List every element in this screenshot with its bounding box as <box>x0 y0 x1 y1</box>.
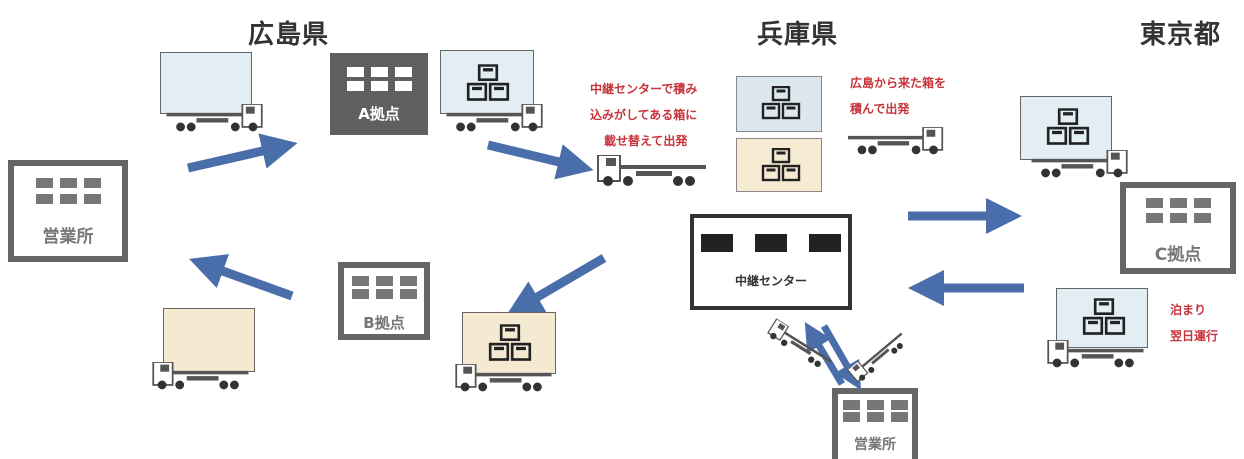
building-windows <box>1126 198 1230 208</box>
note-line: 載せ替えて出発 <box>604 134 688 148</box>
note-line: 込みがしてある箱に <box>590 108 698 122</box>
cargo-container <box>160 52 252 114</box>
truck-overnight-tokyo <box>1040 288 1150 368</box>
cargo-boxes-icon <box>488 324 532 362</box>
region-label-tokyo: 東京都 <box>1140 20 1222 50</box>
building-windows <box>336 81 422 91</box>
building-windows <box>14 194 122 204</box>
building-label: 中継センター <box>734 274 807 288</box>
sales-office-left: 営業所 <box>8 160 128 262</box>
base-b: B拠点 <box>338 262 430 340</box>
truck-loaded-beige-b <box>448 312 558 392</box>
overnight-note: 泊まり 翌日運行 <box>1170 297 1218 349</box>
building-label: 営業所 <box>854 437 896 453</box>
truck-chassis <box>848 124 944 160</box>
hiroshima-cargo-note: 広島から来た箱を 積んで出発 <box>850 70 946 122</box>
building-windows <box>344 276 424 286</box>
truck-chassis <box>596 150 706 194</box>
building-label: C拠点 <box>1154 245 1202 265</box>
region-label-hiroshima: 広島県 <box>248 20 330 50</box>
cargo-boxes-icon <box>1082 298 1126 336</box>
note-line: 中継センターで積み <box>590 82 698 96</box>
building-windows <box>344 289 424 299</box>
note-line: 積んで出発 <box>850 102 910 116</box>
building-windows <box>1126 213 1230 223</box>
truck-chassis <box>448 364 558 394</box>
base-a: A拠点 <box>330 53 428 135</box>
note-line: 泊まり <box>1170 303 1207 317</box>
relay-center: 中継センター <box>690 214 852 310</box>
truck-chassis <box>1040 340 1150 370</box>
note-line: 広島から来た箱を <box>850 76 947 90</box>
building-windows <box>838 412 912 422</box>
truck-empty-beige-hiroshima <box>145 308 255 388</box>
truck-chassis <box>440 104 550 134</box>
note-line: 翌日運行 <box>1170 329 1219 343</box>
arrow-office-to-a <box>186 133 298 173</box>
building-label: 営業所 <box>42 227 94 247</box>
building-label: B拠点 <box>363 314 405 332</box>
building-windows <box>838 400 912 410</box>
cargo-boxes-icon <box>1046 108 1090 146</box>
truck-chassis <box>145 362 255 392</box>
base-c: C拠点 <box>1120 182 1236 274</box>
truck-loaded-blue-tokyo <box>1020 96 1140 178</box>
building-windows <box>336 67 422 77</box>
cargo-boxes-icon <box>466 64 510 102</box>
truck-chassis <box>1022 150 1138 180</box>
building-label: A拠点 <box>358 105 400 123</box>
region-label-hyogo: 兵庫県 <box>757 20 839 50</box>
arrow-center-to-b-truck <box>506 254 607 316</box>
truck-empty-blue-hiroshima <box>160 52 270 132</box>
building-windows <box>14 178 122 188</box>
flatbed-truck-hyogo <box>596 150 706 198</box>
arrow-b-to-office <box>189 254 294 301</box>
sales-office-bottom: 営業所 <box>832 388 918 459</box>
flatbed-truck-hyogo-right <box>848 124 944 164</box>
cargo-container-blue <box>736 76 822 132</box>
relay-transfer-note: 中継センターで積み 込みがしてある箱に 載せ替えて出発 <box>590 76 697 154</box>
truck-loaded-blue-a <box>440 50 550 130</box>
cargo-boxes-icon <box>761 147 801 183</box>
truck-chassis <box>160 104 270 134</box>
arrow-a-to-hyogo-truck <box>486 140 594 180</box>
cargo-container-beige <box>736 138 822 192</box>
cargo-boxes-icon <box>761 85 801 121</box>
building-windows <box>694 234 848 252</box>
